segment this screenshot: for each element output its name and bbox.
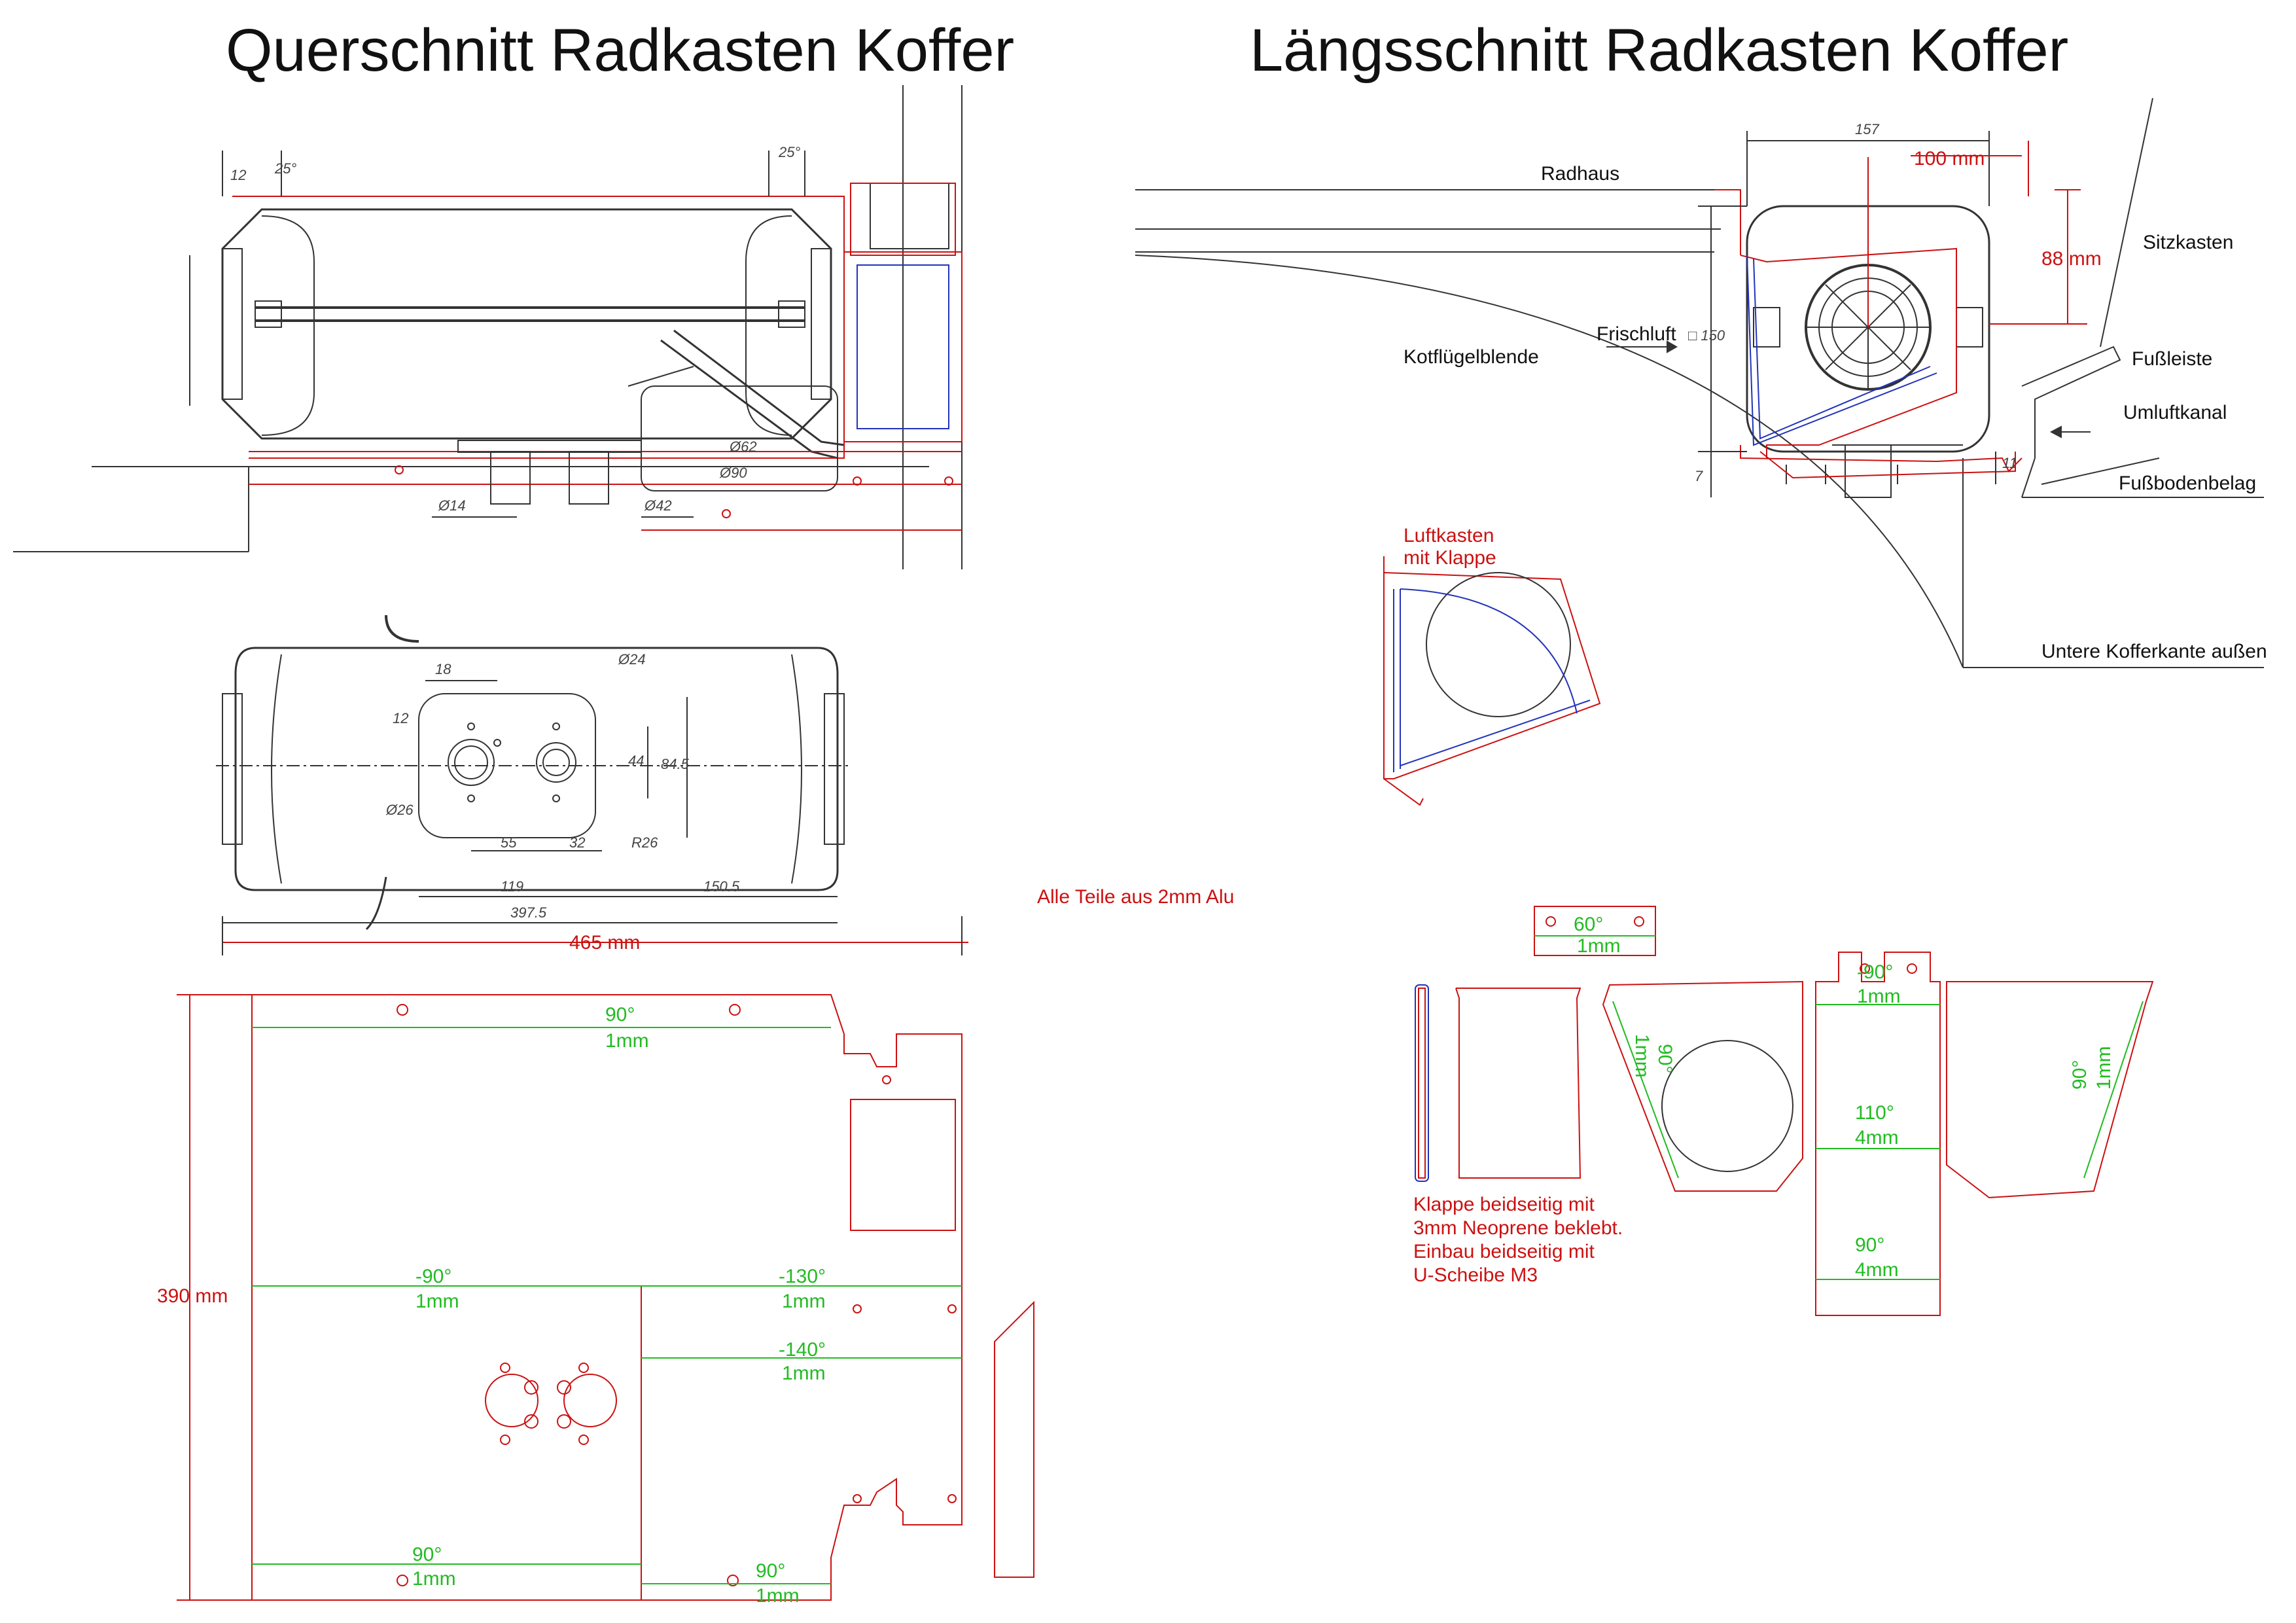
bend-side-r-angle: 90°	[2069, 1060, 2091, 1090]
dim-119: 119	[501, 878, 523, 895]
dim-88mm: 88 mm	[2041, 248, 2102, 270]
note-luftkasten-2: mit Klappe	[1404, 547, 1496, 569]
bend-m90-angle: -90°	[415, 1266, 451, 1287]
dim-12: 12	[393, 710, 408, 726]
arrow-icons	[1667, 340, 2091, 438]
dim-150: □ 150	[1688, 327, 1725, 344]
note-klappe-3: Einbau beidseitig mit	[1413, 1241, 1595, 1262]
dim-390: 390 mm	[157, 1285, 228, 1307]
bend-m90r-angle: -90°	[1857, 961, 1893, 983]
label-fussleiste: Fußleiste	[2132, 348, 2212, 370]
dim-397-5: 397.5	[510, 904, 547, 921]
bend-side-l-angle: 90°	[1654, 1044, 1676, 1073]
label-frischluft: Frischluft	[1597, 323, 1676, 345]
bend-bl-thick: 1mm	[412, 1568, 456, 1590]
long-section-view	[1135, 98, 2264, 668]
bend-m140-thick: 1mm	[782, 1363, 826, 1384]
label-umluftkanal: Umluftkanal	[2123, 402, 2227, 423]
bend-br-angle: 90°	[756, 1560, 785, 1582]
dim-32: 32	[569, 834, 585, 851]
bend-60-thick: 1mm	[1577, 935, 1621, 957]
dim-11: 11	[2002, 455, 2017, 471]
label-sitzkasten: Sitzkasten	[2143, 232, 2233, 253]
bend-top-angle: 90°	[605, 1004, 635, 1026]
dim-18: 18	[435, 661, 451, 677]
title-cross-section: Querschnitt Radkasten Koffer	[226, 17, 1014, 84]
dim-12b: 12	[230, 167, 246, 183]
bend-lines-left	[252, 1027, 962, 1584]
note-klappe-2: 3mm Neoprene beklebt.	[1413, 1217, 1623, 1239]
dim-d14: Ø14	[438, 497, 466, 514]
sheet-flat-pattern	[177, 994, 1034, 1601]
bend-m130-thick: 1mm	[782, 1291, 826, 1312]
title-long-section: Längsschnitt Radkasten Koffer	[1250, 17, 2068, 84]
bend-m90-thick: 1mm	[415, 1291, 459, 1312]
bend-110-thick: 4mm	[1855, 1127, 1899, 1149]
bend-bl-angle: 90°	[412, 1544, 442, 1565]
dim-25b: 25°	[778, 144, 800, 160]
dim-d62: Ø62	[729, 438, 757, 455]
dim-d24: Ø24	[618, 651, 646, 668]
heater-top-view	[216, 615, 968, 955]
dim-d90: Ø90	[719, 465, 747, 481]
label-fussbodenbelag: Fußbodenbelag	[2119, 473, 2256, 494]
note-luftkasten-1: Luftkasten	[1404, 525, 1494, 546]
bend-side-l-thick: 1mm	[1631, 1034, 1653, 1078]
dim-55: 55	[501, 834, 517, 851]
dim-d26: Ø26	[385, 802, 414, 818]
dim-r26: R26	[631, 834, 658, 851]
luftkasten-parts	[1415, 906, 2154, 1316]
bend-m90r-thick: 1mm	[1857, 986, 1901, 1007]
bend-top-thick: 1mm	[605, 1030, 649, 1052]
cross-section-view	[13, 85, 963, 569]
luftkasten-detail	[1383, 556, 1601, 806]
label-radhaus: Radhaus	[1541, 163, 1619, 185]
bend-110-angle: 110°	[1855, 1102, 1894, 1124]
bend-90-4mm-angle: 90°	[1855, 1234, 1884, 1256]
dim-84-5: 84.5	[661, 756, 690, 772]
bend-br-thick: 1mm	[756, 1585, 800, 1607]
dim-157: 157	[1855, 121, 1879, 137]
bend-lines-right	[1534, 935, 2144, 1280]
dim-25a: 25°	[274, 160, 296, 177]
bend-side-r-thick: 1mm	[2093, 1046, 2115, 1090]
bend-90-4mm-thick: 4mm	[1855, 1259, 1899, 1281]
bend-60-angle: 60°	[1574, 914, 1603, 935]
label-kotfluegelblende: Kotflügelblende	[1404, 346, 1539, 368]
label-untere-kofferkante: Untere Kofferkante außen	[2041, 641, 2267, 662]
note-klappe-1: Klappe beidseitig mit	[1413, 1194, 1595, 1215]
dim-150-5: 150.5	[703, 878, 740, 895]
note-klappe-4: U-Scheibe M3	[1413, 1264, 1538, 1286]
bend-m140-angle: -140°	[779, 1339, 826, 1361]
dim-7: 7	[1695, 468, 1703, 484]
bend-m130-angle: -130°	[779, 1266, 826, 1287]
dim-44: 44	[628, 753, 644, 769]
dim-100mm: 100 mm	[1914, 148, 1985, 169]
note-material: Alle Teile aus 2mm Alu	[1037, 886, 1234, 908]
dim-465: 465 mm	[569, 932, 640, 954]
dim-d42: Ø42	[644, 497, 672, 514]
